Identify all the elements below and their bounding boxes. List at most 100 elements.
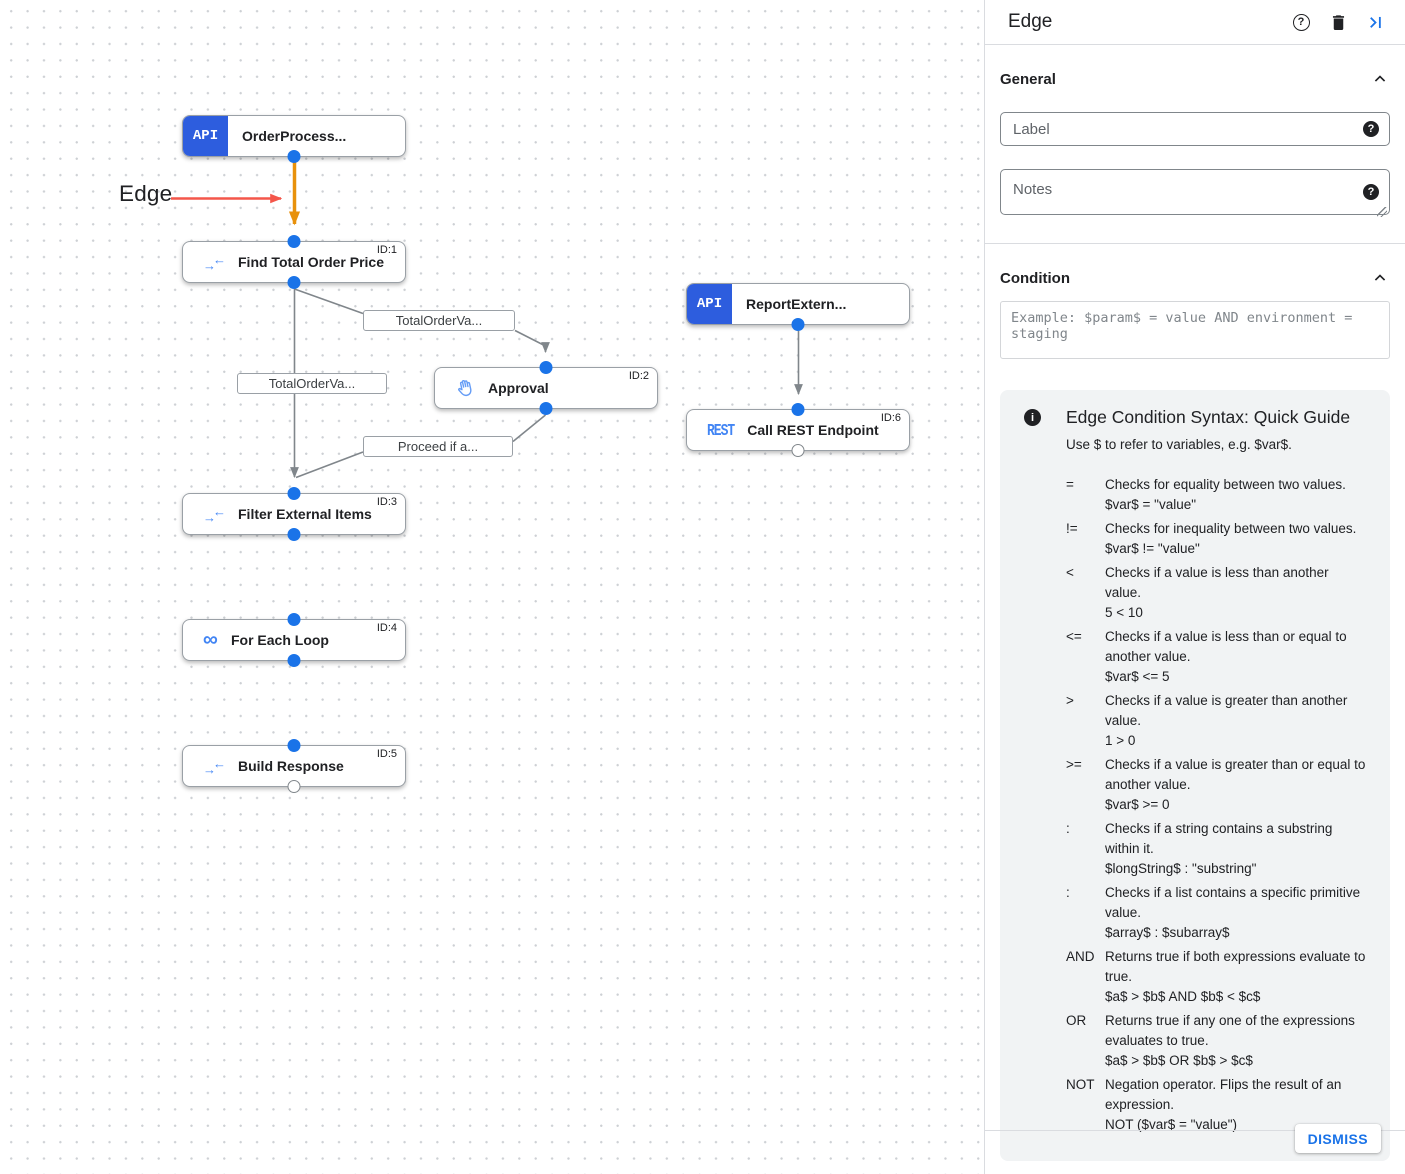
guide-operator: : — [1066, 821, 1070, 836]
panel-footer: DISMISS — [985, 1124, 1405, 1153]
guide-operator: = — [1066, 477, 1074, 492]
data-mapping-icon: →← — [203, 755, 226, 777]
connection-port[interactable] — [791, 403, 805, 416]
edge-annotation-label: Edge — [119, 181, 173, 206]
node-title: Filter External Items — [238, 506, 372, 522]
node-title: Call REST Endpoint — [747, 422, 879, 438]
loop-icon: ∞ — [203, 627, 218, 651]
rest-icon: REST — [707, 420, 735, 440]
guide-operator: OR — [1066, 1013, 1087, 1028]
edge-find-to-approval-a[interactable] — [294, 288, 364, 315]
flow-node-approval[interactable]: Approval ID:2 — [434, 361, 658, 415]
node-id-label: ID:3 — [376, 496, 397, 508]
connection-port[interactable] — [287, 487, 301, 500]
connection-port[interactable] — [791, 318, 805, 331]
node-id-label: ID:4 — [376, 622, 397, 634]
edge-find-to-approval-b[interactable] — [514, 329, 550, 354]
guide-item: NOT Negation operator. Flips the result o… — [1066, 1075, 1366, 1135]
connection-port[interactable] — [539, 361, 553, 374]
flow-edges — [171, 161, 803, 479]
guide-definition: Checks if a value is greater than anothe… — [1105, 693, 1348, 748]
collapse-condition-icon[interactable] — [1370, 268, 1390, 288]
connection-port[interactable] — [539, 402, 553, 415]
guide-item: >= Checks if a value is greater than or e… — [1066, 755, 1366, 815]
guide-title: Edge Condition Syntax: Quick Guide — [1066, 407, 1351, 427]
api-badge-icon: API — [183, 116, 228, 156]
notes-help-icon[interactable]: ? — [1363, 184, 1379, 200]
node-id-label: ID:6 — [880, 412, 901, 424]
connection-port[interactable] — [287, 613, 301, 626]
panel-header: Edge ? — [985, 0, 1405, 45]
guide-item: OR Returns true if any one of the express… — [1066, 1011, 1366, 1071]
edge-config-panel: Edge ? General ? — [985, 0, 1405, 1174]
guide-item: != Checks for inequality between two valu… — [1066, 519, 1366, 559]
data-mapping-icon: →← — [203, 503, 226, 525]
condition-heading: Condition — [1000, 269, 1070, 287]
guide-operator: >= — [1066, 757, 1082, 772]
help-icon[interactable]: ? — [1291, 12, 1311, 32]
connection-port[interactable] — [287, 235, 301, 248]
guide-definition: Checks if a value is greater than or equ… — [1105, 757, 1366, 812]
flow-node-filter-external-items[interactable]: →← Filter External Items ID:3 — [182, 487, 406, 541]
connection-port[interactable] — [287, 150, 301, 163]
section-divider — [985, 243, 1405, 244]
guide-operator: > — [1066, 693, 1074, 708]
edge-label-total-order-value-right[interactable]: TotalOrderVa... — [363, 310, 515, 331]
guide-intro: Use $ to refer to variables, e.g. $var$. — [1066, 437, 1292, 452]
resize-handle-icon[interactable] — [1377, 207, 1387, 217]
flow-node-for-each-loop[interactable]: ∞ For Each Loop ID:4 — [182, 613, 406, 667]
guide-definition: Checks if a value is less than or equal … — [1105, 629, 1347, 684]
notes-input[interactable] — [1000, 169, 1390, 215]
connection-port[interactable] — [287, 276, 301, 289]
guide-item: =Checks for equality between two values.… — [1066, 475, 1366, 515]
connection-port[interactable] — [287, 739, 301, 752]
guide-item: : Checks if a string contains a substring… — [1066, 819, 1366, 879]
node-title: Approval — [488, 380, 549, 396]
panel-title: Edge — [1008, 11, 1053, 32]
guide-operator: != — [1066, 521, 1078, 536]
guide-operator: < — [1066, 565, 1074, 580]
syntax-guide-card: i Edge Condition Syntax: Quick Guide Use… — [1000, 390, 1390, 1161]
general-heading: General — [1000, 70, 1056, 88]
edge-approval-to-filter-b[interactable] — [295, 451, 364, 479]
guide-definition: Returns true if both expressions evaluat… — [1105, 949, 1366, 1004]
approval-hand-icon — [453, 375, 477, 401]
collapse-general-icon[interactable] — [1370, 69, 1390, 89]
edge-approval-to-filter-a[interactable] — [512, 414, 547, 443]
condition-input[interactable] — [1000, 301, 1390, 359]
edge-label-total-order-value-left[interactable]: TotalOrderVa... — [237, 373, 387, 394]
guide-definition: Returns true if any one of the expressio… — [1105, 1013, 1355, 1068]
guide-definition: Checks if a string contains a substring … — [1105, 821, 1333, 876]
dismiss-button[interactable]: DISMISS — [1294, 1124, 1381, 1153]
flow-node-order-process[interactable]: API OrderProcess... — [182, 115, 406, 163]
guide-item: <Checks if a value is less than another … — [1066, 563, 1366, 623]
guide-definition: Checks for inequality between two values… — [1105, 521, 1357, 556]
delete-edge-icon[interactable] — [1328, 12, 1348, 32]
guide-definition: Negation operator. Flips the result of a… — [1105, 1077, 1342, 1132]
guide-item: :Checks if a list contains a specific pr… — [1066, 883, 1366, 943]
label-input[interactable] — [1000, 112, 1390, 146]
edge-label-proceed-if-approved[interactable]: Proceed if a... — [363, 436, 513, 457]
guide-item: > Checks if a value is greater than anoth… — [1066, 691, 1366, 751]
connection-port[interactable] — [287, 528, 301, 541]
node-id-label: ID:5 — [376, 748, 397, 760]
open-connection-port[interactable] — [791, 444, 805, 457]
node-title: Find Total Order Price — [238, 254, 384, 270]
label-help-icon[interactable]: ? — [1363, 121, 1379, 137]
node-id-label: ID:2 — [628, 370, 649, 382]
collapse-panel-icon[interactable] — [1365, 12, 1385, 32]
node-title: For Each Loop — [230, 632, 329, 648]
connection-port[interactable] — [287, 654, 301, 667]
guide-list: =Checks for equality between two values.… — [1066, 475, 1366, 1135]
guide-operator: NOT — [1066, 1077, 1095, 1092]
open-connection-port[interactable] — [287, 780, 301, 793]
api-badge-icon: API — [687, 284, 732, 324]
node-title: OrderProcess... — [242, 128, 347, 144]
